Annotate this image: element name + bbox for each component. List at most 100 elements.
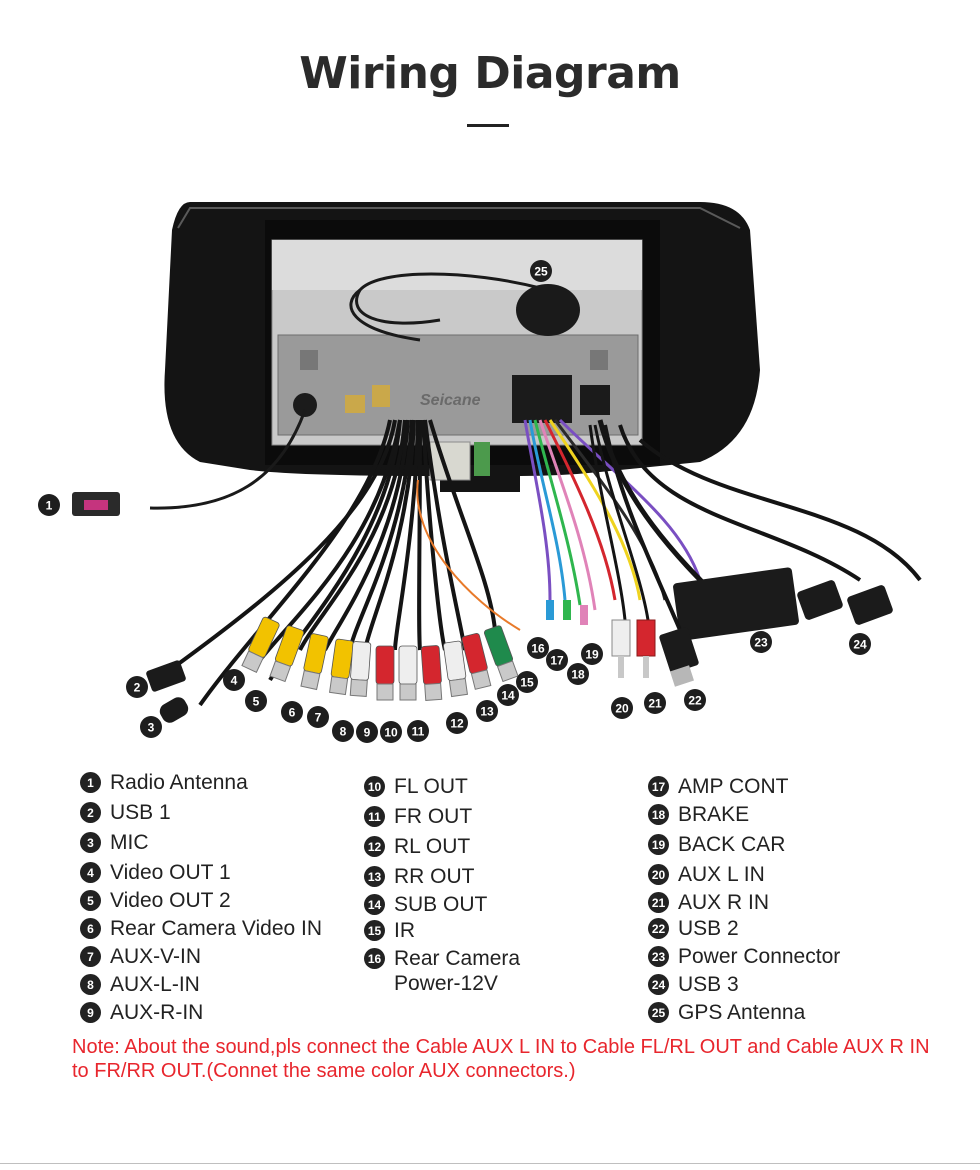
- legend-label: Rear Camera Video IN: [110, 917, 323, 940]
- legend-item: 23 Power Connector: [648, 944, 840, 969]
- callout-23: 23: [750, 631, 772, 653]
- legend-label: AUX L IN: [678, 863, 765, 886]
- legend-label: USB 2: [678, 917, 739, 940]
- legend-number: 17: [648, 776, 669, 797]
- legend-number: 24: [648, 974, 669, 995]
- callout-number: 2: [134, 681, 141, 695]
- legend-number: 19: [648, 834, 669, 855]
- rca-plug: [398, 645, 418, 701]
- legend-number: 18: [648, 804, 669, 825]
- legend-item: 22 USB 2: [648, 916, 739, 941]
- callout-number: 7: [315, 711, 322, 725]
- callout-number: 20: [615, 702, 629, 716]
- legend-number: 2: [80, 802, 101, 823]
- legend-number: 16: [364, 948, 385, 969]
- callout-number: 13: [480, 705, 494, 719]
- legend-number: 5: [80, 890, 101, 911]
- rca-plug: [375, 645, 395, 701]
- callout-number: 19: [585, 648, 599, 662]
- legend-item: 12 RL OUT: [364, 834, 470, 859]
- callout-number: 14: [501, 689, 515, 703]
- legend-label: MIC: [110, 831, 149, 854]
- legend-number: 15: [364, 920, 385, 941]
- legend-item: 17 AMP CONT: [648, 774, 788, 799]
- legend-item: 2 USB 1: [80, 800, 171, 825]
- gps-antenna-icon: [349, 272, 580, 342]
- legend-label: SUB OUT: [394, 893, 488, 916]
- legend-number: 14: [364, 894, 385, 915]
- legend-item: 9 AUX-R-IN: [80, 1000, 203, 1025]
- callout-8: 8: [332, 720, 354, 742]
- callout-number: 21: [648, 697, 662, 711]
- legend-label: Power Connector: [678, 945, 841, 968]
- rca-plug: [461, 633, 492, 690]
- legend-label: Video OUT 2: [110, 889, 231, 912]
- legend-number: 11: [364, 806, 385, 827]
- legend-number: 23: [648, 946, 669, 967]
- usb-3-cable: [618, 424, 922, 582]
- callout-6: 6: [281, 701, 303, 723]
- rca-connectors: [241, 616, 519, 701]
- legend-label: BACK CAR: [678, 833, 786, 856]
- callout-number: 15: [520, 676, 534, 690]
- callout-number: 1: [46, 499, 53, 513]
- watermark: Seicane: [420, 392, 481, 409]
- legend-number: 7: [80, 946, 101, 967]
- callout-5: 5: [245, 690, 267, 712]
- callout-9: 9: [356, 721, 378, 743]
- legend-label: FL OUT: [394, 775, 468, 798]
- legend-label: RL OUT: [394, 835, 471, 858]
- callout-20: 20: [611, 697, 633, 719]
- legend-number: 21: [648, 892, 669, 913]
- legend-label: IR: [394, 919, 415, 942]
- callout-12: 12: [446, 712, 468, 734]
- bottom-divider: [0, 1163, 980, 1164]
- aux-in-plugs: [588, 424, 656, 678]
- callout-number: 17: [550, 654, 564, 668]
- head-unit: Seicane: [271, 239, 643, 446]
- callout-number: 5: [253, 695, 260, 709]
- callout-21: 21: [644, 692, 666, 714]
- callout-16: 16: [527, 637, 549, 659]
- legend-label: AMP CONT: [678, 775, 789, 798]
- legend-number: 22: [648, 918, 669, 939]
- rca-plug: [420, 645, 443, 701]
- page-title: Wiring Diagram: [299, 48, 681, 99]
- callout-number: 23: [754, 636, 768, 650]
- callout-4: 4: [223, 669, 245, 691]
- legend-number: 9: [80, 1002, 101, 1023]
- title-underline: [467, 124, 509, 127]
- callout-number: 24: [853, 638, 867, 652]
- callout-number: 25: [534, 265, 548, 279]
- callout-1: 1: [38, 494, 60, 516]
- callout-7: 7: [307, 706, 329, 728]
- legend-label: USB 3: [678, 973, 739, 996]
- legend-label: FR OUT: [394, 805, 473, 828]
- legend-number: 13: [364, 866, 385, 887]
- callout-2: 2: [126, 676, 148, 698]
- callout-number: 8: [340, 725, 347, 739]
- callout-14: 14: [497, 684, 519, 706]
- legend-label: AUX-R-IN: [110, 1001, 204, 1024]
- legend-label: USB 1: [110, 801, 171, 824]
- legend-number: 25: [648, 1002, 669, 1023]
- callout-18: 18: [567, 663, 589, 685]
- legend-number: 12: [364, 836, 385, 857]
- callout-11: 11: [407, 720, 429, 742]
- sound-note: Note: About the sound,pls connect the Ca…: [72, 1036, 930, 1082]
- rca-plug: [328, 638, 354, 696]
- callout-24: 24: [849, 633, 871, 655]
- legend-number: 8: [80, 974, 101, 995]
- callout-number: 3: [148, 721, 155, 735]
- legend-label: Radio Antenna: [110, 771, 248, 794]
- callout-number: 11: [412, 725, 425, 739]
- callout-number: 16: [531, 642, 545, 656]
